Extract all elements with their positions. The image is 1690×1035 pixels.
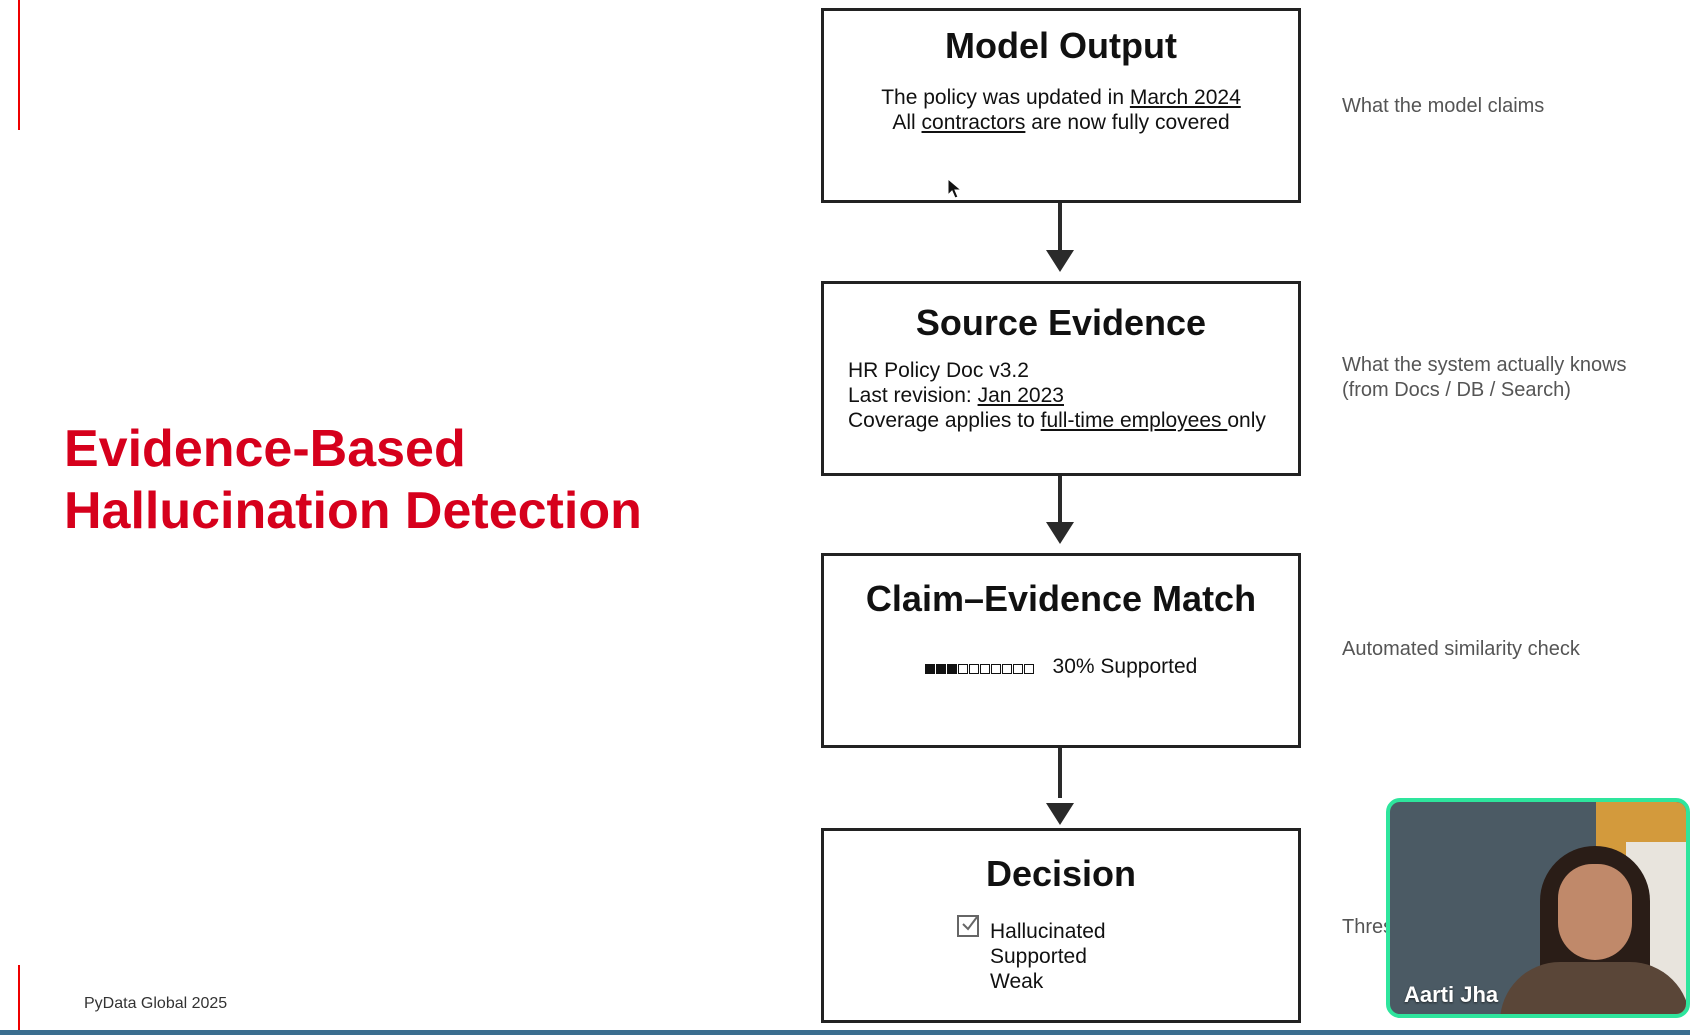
arrow-3-shaft [1058,748,1062,798]
mouse-cursor-icon [947,178,963,199]
source-evidence-revision-label: Last revision: [848,384,978,407]
model-output-line2-prefix: All [892,111,922,134]
model-output-note: What the model claims [1342,95,1545,117]
support-label: 30% Supported [1052,655,1198,678]
footer-text: PyData Global 2025 [84,995,228,1012]
bottom-accent-line [18,965,20,1035]
meter-cell-empty [979,663,990,674]
check-icon [962,916,978,931]
meter-cell-empty [957,663,968,674]
model-output-date: March 2024 [1129,86,1241,109]
title-line-2: Hallucination Detection [64,482,642,540]
decision-options: Hallucinated Supported Weak [990,919,1106,994]
decision-option-hallucinated: Hallucinated [990,920,1106,943]
slide-title: Evidence-Based Hallucination Detection [64,418,642,542]
arrow-2-shaft [1058,476,1062,526]
claim-evidence-match-box: Claim–Evidence Match 30% Supported [821,553,1301,748]
meter-cell-filled [935,663,946,674]
model-output-line2-suffix: are now fully covered [1025,111,1230,134]
meter-cell-empty [1023,663,1034,674]
model-output-line1-text: The policy was updated in [881,86,1130,109]
top-accent-line [18,0,20,130]
decision-box: Decision Hallucinated Supported Weak [821,828,1301,1023]
bottom-strip [0,1030,1690,1035]
meter-cell-filled [924,663,935,674]
model-output-body: The policy was updated in March 2024 All… [824,85,1298,135]
decision-note: Thres [1342,916,1394,938]
source-evidence-title: Source Evidence [915,302,1207,343]
source-evidence-coverage-group: full-time employees [1040,409,1228,432]
meter-cell-empty [1001,663,1012,674]
source-evidence-box: Source Evidence HR Policy Doc v3.2 Last … [821,281,1301,476]
source-evidence-revision-date: Jan 2023 [977,384,1064,407]
claim-evidence-match-title: Claim–Evidence Match [865,578,1257,619]
speaker-face [1558,864,1632,960]
source-evidence-coverage-label: Coverage applies to [848,409,1041,432]
match-meter-row: 30% Supported [824,654,1298,680]
source-evidence-coverage-suffix: only [1227,409,1266,432]
speaker-video[interactable]: Aarti Jha [1386,798,1690,1018]
speaker-name: Aarti Jha [1404,982,1499,1007]
speaker-body [1500,962,1686,1014]
title-line-1: Evidence-Based [64,420,466,478]
meter-cell-empty [990,663,1001,674]
model-output-title: Model Output [945,25,1177,66]
source-evidence-note-line1: What the system actually knows [1342,354,1627,376]
decision-title: Decision [985,853,1137,894]
model-output-contractors: contractors [921,111,1026,134]
model-output-box: Model Output The policy was updated in M… [821,8,1301,203]
arrow-2-head [1046,522,1074,544]
source-evidence-note: What the system actually knows (from Doc… [1342,353,1627,403]
meter-cell-filled [946,663,957,674]
source-evidence-note-line2: (from Docs / DB / Search) [1342,379,1571,401]
decision-checkbox[interactable] [957,915,979,937]
decision-option-weak: Weak [990,970,1044,993]
meter-cell-empty [1012,663,1023,674]
support-meter [924,655,1035,680]
source-evidence-doc: HR Policy Doc v3.2 [848,359,1029,382]
arrow-1-shaft [1058,203,1062,253]
arrow-3-head [1046,803,1074,825]
arrow-1-head [1046,250,1074,272]
match-note: Automated similarity check [1342,638,1580,660]
decision-option-supported: Supported [990,945,1087,968]
source-evidence-body: HR Policy Doc v3.2 Last revision: Jan 20… [848,358,1298,433]
meter-cell-empty [968,663,979,674]
